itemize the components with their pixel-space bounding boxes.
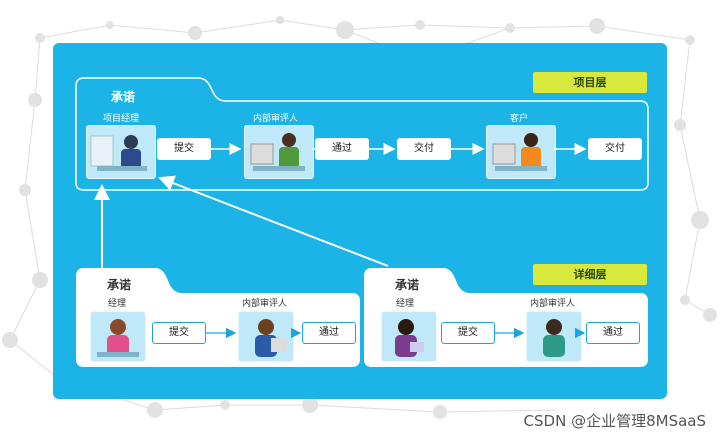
- detail-left-manager-illustration: [90, 311, 146, 362]
- step-deliver-project-2: 交付: [588, 138, 642, 160]
- project-manager-illustration: [86, 125, 156, 179]
- project-layer-tab-title: 承诺: [111, 90, 136, 104]
- detail-right-tab-title: 承诺: [395, 278, 420, 292]
- role-customer: 客户: [510, 114, 529, 124]
- project-layer-badge: 项目层: [533, 72, 647, 93]
- detail-left-role-manager: 经理: [108, 299, 127, 309]
- detail-right-reviewer-illustration: [526, 311, 582, 362]
- watermark-text: CSDN @企业管理8MSaaS: [523, 412, 706, 430]
- step-submit-project: 提交: [157, 138, 211, 160]
- detail-layer-badge: 详细层: [533, 264, 647, 285]
- detail-left-step-submit: 提交: [152, 322, 206, 344]
- detail-right-manager-illustration: [381, 311, 437, 362]
- detail-right-role-manager: 经理: [396, 299, 415, 309]
- detail-left-tab-title: 承诺: [107, 278, 132, 292]
- customer-illustration: [486, 125, 556, 179]
- role-project-manager: 项目经理: [103, 114, 140, 124]
- detail-left-role-reviewer: 内部审评人: [242, 299, 288, 309]
- detail-left-step-pass: 通过: [302, 322, 356, 344]
- detail-right-step-pass: 通过: [586, 322, 640, 344]
- role-internal-reviewer: 内部审评人: [253, 114, 299, 124]
- step-deliver-project-1: 交付: [397, 138, 451, 160]
- detail-left-reviewer-illustration: [238, 311, 294, 362]
- detail-right-role-reviewer: 内部审评人: [530, 299, 576, 309]
- step-pass-project: 通过: [315, 138, 369, 160]
- detail-right-step-submit: 提交: [441, 322, 495, 344]
